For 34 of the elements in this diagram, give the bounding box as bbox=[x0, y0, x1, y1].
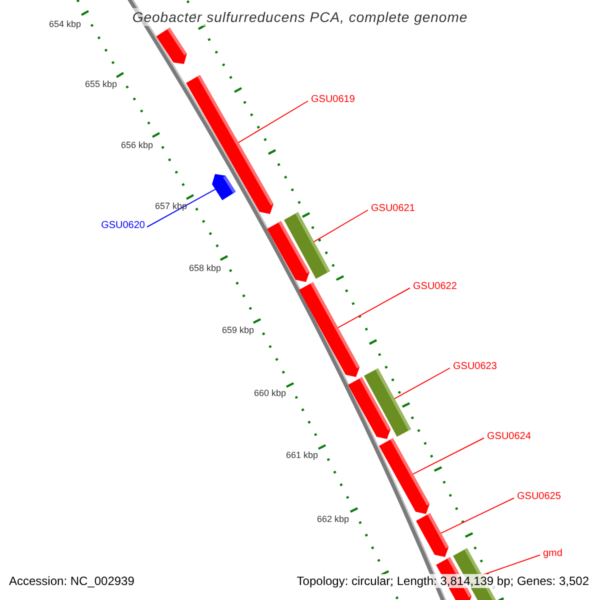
gene-label: GSU0625 bbox=[517, 491, 561, 503]
gene-block bbox=[379, 438, 430, 514]
scale-label: 654 kbp bbox=[49, 18, 82, 31]
leader-line bbox=[412, 438, 484, 475]
leader-line bbox=[440, 498, 514, 534]
gene-block bbox=[267, 221, 310, 282]
leader-line bbox=[482, 554, 540, 576]
gene-label: GSU0624 bbox=[487, 431, 531, 443]
scale-label: 658 kbp bbox=[189, 262, 222, 275]
leader-line bbox=[314, 210, 368, 242]
scale-label: 656 kbp bbox=[121, 139, 154, 152]
leader-line bbox=[146, 188, 216, 228]
gene-block bbox=[212, 174, 236, 200]
gene-block bbox=[416, 513, 449, 557]
gene-block bbox=[299, 282, 360, 377]
gene-label: GSU0619 bbox=[311, 94, 355, 106]
gene-label: gmd bbox=[543, 548, 562, 560]
scale-label: 655 kbp bbox=[85, 78, 118, 91]
leader-line bbox=[338, 288, 410, 328]
scale-label: 660 kbp bbox=[254, 387, 286, 400]
leader-line bbox=[394, 368, 450, 400]
gene-label: GSU0620 bbox=[101, 220, 145, 232]
gene-block bbox=[348, 377, 391, 439]
footer-text: Accession: NC_002939 bbox=[8, 574, 136, 588]
gene-label: GSU0623 bbox=[453, 361, 497, 373]
gene-label: GSU0621 bbox=[371, 203, 415, 215]
scale-label: 657 kbp bbox=[155, 200, 188, 213]
scale-label: 662 kbp bbox=[317, 513, 350, 526]
scale-label: 661 kbp bbox=[286, 449, 318, 462]
footer-text: Topology: circular; Length: 3,814,139 bp; Genes: 3,502 bbox=[296, 574, 590, 588]
leader-line bbox=[238, 100, 308, 144]
gene-label: GSU0622 bbox=[413, 281, 457, 293]
scale-label: 659 kbp bbox=[222, 324, 254, 337]
gene-block bbox=[156, 28, 187, 64]
